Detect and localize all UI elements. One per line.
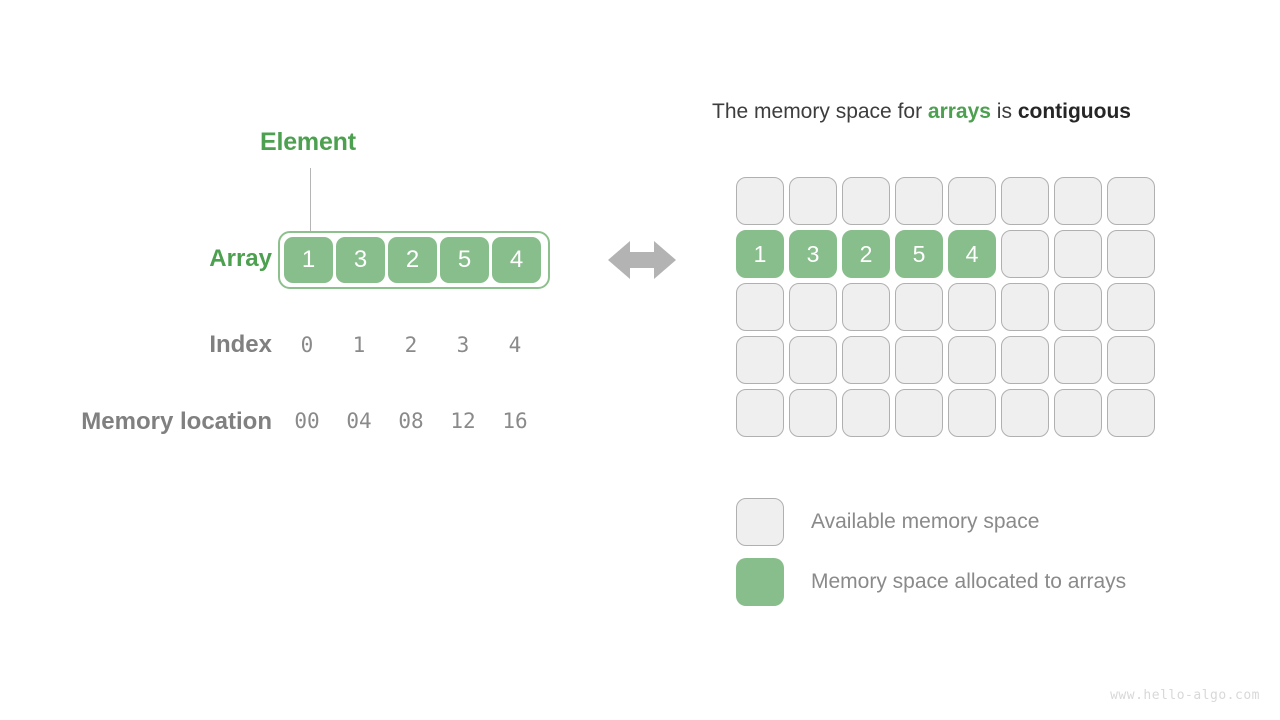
array-cell: 3 bbox=[336, 237, 385, 283]
memory-location-row-label: Memory location bbox=[81, 408, 272, 435]
memory-cell bbox=[1001, 177, 1049, 225]
memory-cell bbox=[895, 336, 943, 384]
memory-cell bbox=[1054, 336, 1102, 384]
legend-label-allocated: Memory space allocated to arrays bbox=[811, 570, 1127, 593]
index-value: 4 bbox=[508, 333, 522, 357]
memory-cell bbox=[1107, 177, 1155, 225]
legend-swatch-available-icon bbox=[736, 498, 784, 546]
memory-cell bbox=[895, 283, 943, 331]
memory-cell bbox=[895, 389, 943, 437]
legend-item-available: Available memory space bbox=[736, 492, 1126, 552]
memory-cell bbox=[789, 389, 837, 437]
memory-cell bbox=[842, 336, 890, 384]
index-values-row: 0 1 2 3 4 bbox=[281, 333, 541, 357]
memory-cell bbox=[842, 389, 890, 437]
memory-cell-allocated: 2 bbox=[842, 230, 890, 278]
memory-cell bbox=[842, 177, 890, 225]
memory-location-values-row: 00 04 08 12 16 bbox=[281, 409, 541, 433]
memory-cell bbox=[1107, 336, 1155, 384]
index-value: 0 bbox=[300, 333, 314, 357]
memory-cell bbox=[1001, 389, 1049, 437]
memory-cell bbox=[1054, 177, 1102, 225]
memory-cell bbox=[948, 177, 996, 225]
array-container: 1 3 2 5 4 bbox=[278, 231, 550, 289]
memory-cell bbox=[736, 336, 784, 384]
index-value: 2 bbox=[404, 333, 418, 357]
memory-cell bbox=[1001, 283, 1049, 331]
array-cell: 4 bbox=[492, 237, 541, 283]
memory-cell bbox=[1054, 283, 1102, 331]
memory-cell bbox=[948, 389, 996, 437]
double-headed-arrow-icon bbox=[608, 241, 676, 279]
memory-title-part2: is bbox=[990, 100, 1018, 123]
watermark: www.hello-algo.com bbox=[1110, 688, 1260, 703]
array-row-label: Array bbox=[209, 245, 272, 272]
memory-location-value: 12 bbox=[450, 409, 476, 433]
memory-location-value: 16 bbox=[502, 409, 528, 433]
memory-location-value: 08 bbox=[398, 409, 424, 433]
memory-cell-allocated: 5 bbox=[895, 230, 943, 278]
memory-cell-allocated: 4 bbox=[948, 230, 996, 278]
memory-cell bbox=[789, 177, 837, 225]
memory-cell bbox=[789, 336, 837, 384]
memory-cell bbox=[1107, 230, 1155, 278]
array-cell: 5 bbox=[440, 237, 489, 283]
memory-location-value: 04 bbox=[346, 409, 372, 433]
memory-cell bbox=[948, 283, 996, 331]
memory-cell-allocated: 3 bbox=[789, 230, 837, 278]
memory-cell bbox=[736, 283, 784, 331]
memory-title-part1: The memory space for bbox=[712, 100, 928, 123]
memory-location-value: 00 bbox=[294, 409, 320, 433]
array-diagram-panel: Element Array Index Memory location 1 3 … bbox=[0, 0, 620, 720]
legend-label-available: Available memory space bbox=[811, 510, 1040, 533]
legend-item-allocated: Memory space allocated to arrays bbox=[736, 552, 1126, 612]
element-connector-line bbox=[310, 168, 311, 234]
memory-cell bbox=[1001, 336, 1049, 384]
array-cell: 2 bbox=[388, 237, 437, 283]
memory-cell bbox=[842, 283, 890, 331]
index-row-label: Index bbox=[209, 331, 272, 358]
memory-cell bbox=[1001, 230, 1049, 278]
memory-cell bbox=[1054, 230, 1102, 278]
legend: Available memory space Memory space allo… bbox=[736, 492, 1126, 612]
element-callout-label: Element bbox=[260, 128, 356, 156]
memory-cell bbox=[1054, 389, 1102, 437]
memory-title-strong: contiguous bbox=[1017, 100, 1131, 123]
memory-title: The memory space for arrays is contiguou… bbox=[712, 100, 1131, 124]
memory-cell bbox=[895, 177, 943, 225]
memory-layout-panel: The memory space for arrays is contiguou… bbox=[620, 0, 1280, 720]
memory-title-accent: arrays bbox=[927, 100, 991, 123]
index-value: 1 bbox=[352, 333, 366, 357]
legend-swatch-allocated-icon bbox=[736, 558, 784, 606]
memory-cell bbox=[1107, 389, 1155, 437]
memory-cell bbox=[789, 283, 837, 331]
memory-cell bbox=[1107, 283, 1155, 331]
index-value: 3 bbox=[456, 333, 470, 357]
memory-cell bbox=[736, 177, 784, 225]
memory-cell-allocated: 1 bbox=[736, 230, 784, 278]
memory-cell bbox=[948, 336, 996, 384]
memory-cell bbox=[736, 389, 784, 437]
array-cell: 1 bbox=[284, 237, 333, 283]
memory-grid: 1 3 2 5 4 bbox=[736, 177, 1155, 437]
